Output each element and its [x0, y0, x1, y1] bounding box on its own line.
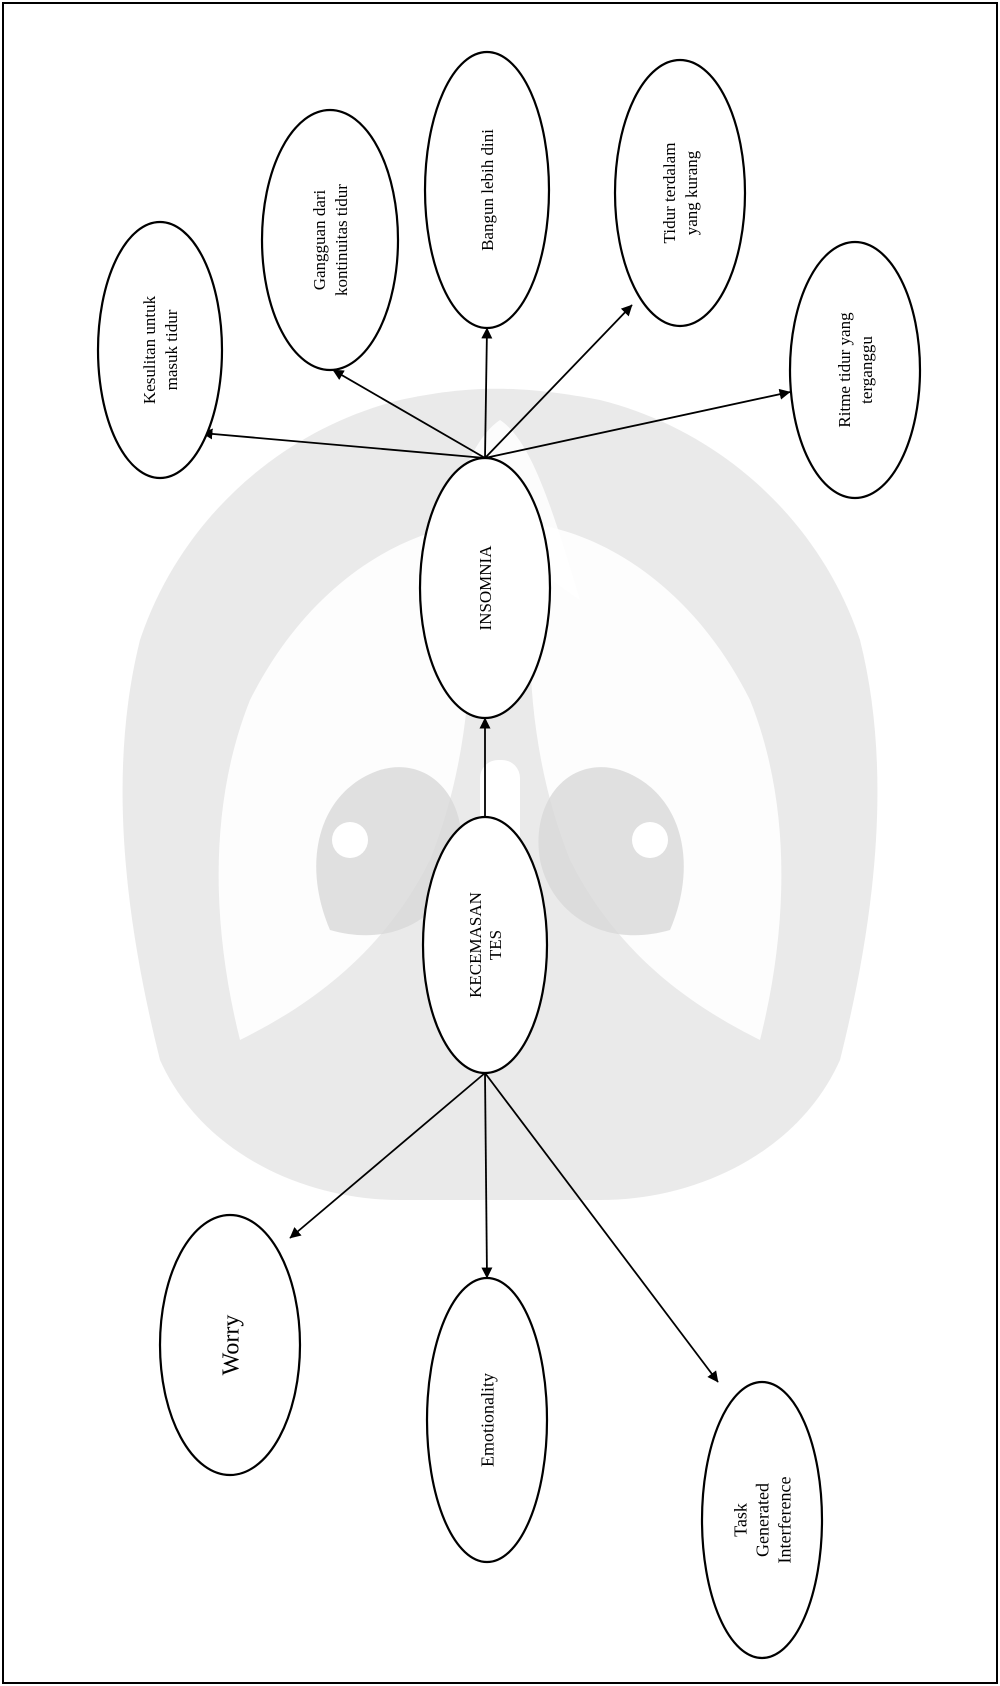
node-tidur-terdalam-label-line-1: Tidur terdalam	[660, 143, 679, 244]
node-emotionality-ellipse	[425, 1276, 549, 1564]
node-ritme-label-line-2: terganggu	[857, 336, 876, 404]
node-bangun: Bangun lebih dini	[423, 50, 551, 330]
node-worry-ellipse	[158, 1213, 302, 1477]
node-task-label-line-1: Task	[730, 1503, 750, 1537]
node-kesulitan-ellipse	[96, 220, 224, 480]
node-kecemasan-ellipse	[421, 815, 549, 1075]
node-emotionality-label-line-1: Emotionality	[477, 1373, 497, 1467]
node-tidur-terdalam-ellipse	[613, 58, 747, 328]
arrow-kecemasan-to-worry	[289, 1072, 486, 1239]
node-task-label-line-3: Interference	[774, 1477, 794, 1564]
node-kesulitan-label-line-1: Kesulitan untuk	[140, 295, 159, 404]
node-ritme-ellipse	[788, 240, 922, 500]
node-bangun-label-line-1: Bangun lebih dini	[478, 129, 497, 251]
node-gangguan-label-line-2: kontinuitas tidur	[332, 184, 351, 296]
node-worry: Worry	[158, 1213, 302, 1477]
arrow-kecemasan-to-emotionality	[481, 1072, 493, 1279]
node-kecemasan-label-line-2: TES	[486, 930, 505, 960]
node-kecemasan-label-line-1: KECEMASAN	[466, 892, 485, 998]
node-gangguan-label-line-1: Gangguan dari	[310, 189, 329, 290]
arrow-insomnia-to-tidur-terdalam	[484, 304, 633, 459]
node-bangun-ellipse	[423, 50, 551, 330]
arrow-kecemasan-to-task	[484, 1072, 719, 1383]
edges-layer	[201, 304, 791, 1383]
node-task-label-line-2: Generated	[752, 1483, 772, 1557]
node-task-ellipse	[700, 1380, 824, 1660]
arrow-insomnia-to-bangun	[481, 327, 493, 459]
node-kesulitan-label-line-2: masuk tidur	[162, 309, 181, 390]
node-tidur-terdalam-label-line-2: yang kurang	[682, 150, 701, 235]
node-gangguan-ellipse	[260, 108, 400, 372]
arrow-insomnia-to-kesulitan	[201, 428, 486, 459]
arrow-insomnia-to-gangguan	[332, 369, 486, 459]
node-emotionality: Emotionality	[425, 1276, 549, 1564]
node-insomnia: INSOMNIA	[418, 456, 552, 720]
node-ritme-label-line-1: Ritme tidur yang	[835, 312, 854, 428]
arrow-insomnia-to-ritme	[484, 388, 791, 459]
node-insomnia-label-line-1: INSOMNIA	[476, 545, 495, 631]
node-worry-label-line-1: Worry	[218, 1315, 244, 1376]
node-insomnia-ellipse	[418, 456, 552, 720]
